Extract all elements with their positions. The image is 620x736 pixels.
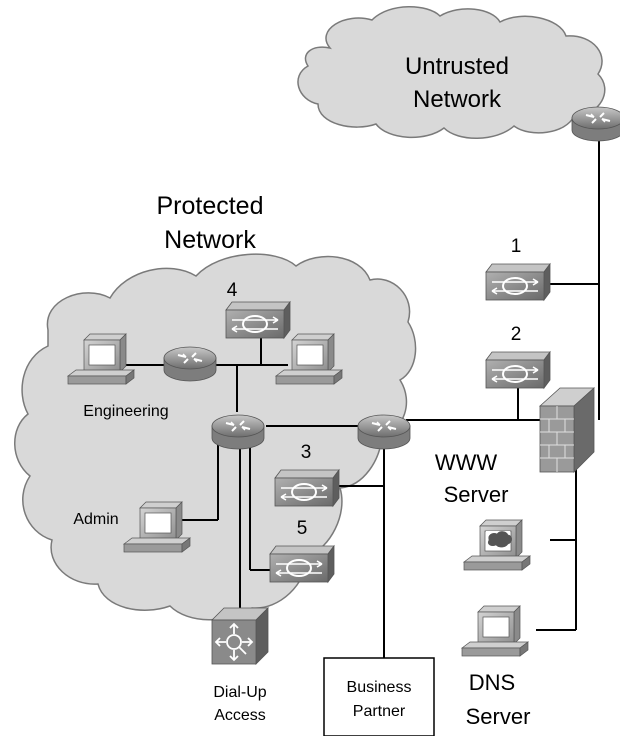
ids-sensor-5-icon (269, 545, 335, 583)
dialup-label-line2: Access (214, 707, 266, 724)
sensor-1-label: 1 (511, 236, 522, 257)
dns-server-label-line1: DNS (469, 670, 515, 695)
ids-sensor-4-icon (225, 301, 291, 339)
www-server-label-line1: WWW (435, 450, 498, 475)
ids-sensor-2-icon (485, 351, 551, 389)
business-partner-label-line2: Partner (353, 703, 406, 720)
www-server-icon (463, 519, 531, 571)
core-router-icon (211, 414, 265, 450)
business-partner-box (323, 657, 435, 736)
business-partner-label-line1: Business (347, 679, 412, 696)
sensor-2-label: 2 (511, 324, 522, 345)
perimeter-router-icon (357, 414, 411, 450)
dialup-label-line1: Dial-Up (213, 684, 266, 701)
engineering-router-icon (163, 346, 217, 382)
sensor-5-label: 5 (297, 518, 308, 539)
admin-label: Admin (73, 511, 118, 528)
untrusted-label-line1: Untrusted (405, 53, 509, 80)
protected-label-line1: Protected (156, 192, 263, 220)
dns-server-label-line2: Server (466, 704, 531, 729)
www-server-label-line2: Server (444, 482, 509, 507)
untrusted-router-icon (571, 106, 620, 142)
untrusted-label-line2: Network (413, 86, 502, 113)
dialup-access-icon (211, 607, 269, 665)
engineering-label: Engineering (83, 403, 168, 420)
sensor-3-label: 3 (301, 442, 312, 463)
connection-lines (123, 136, 600, 658)
protected-label-line2: Network (164, 226, 256, 254)
sensor-4-label: 4 (227, 280, 238, 301)
firewall-icon (538, 387, 596, 473)
ids-sensor-1-icon (485, 263, 551, 301)
ids-sensor-3-icon (274, 469, 340, 507)
dns-server-icon (461, 605, 529, 657)
